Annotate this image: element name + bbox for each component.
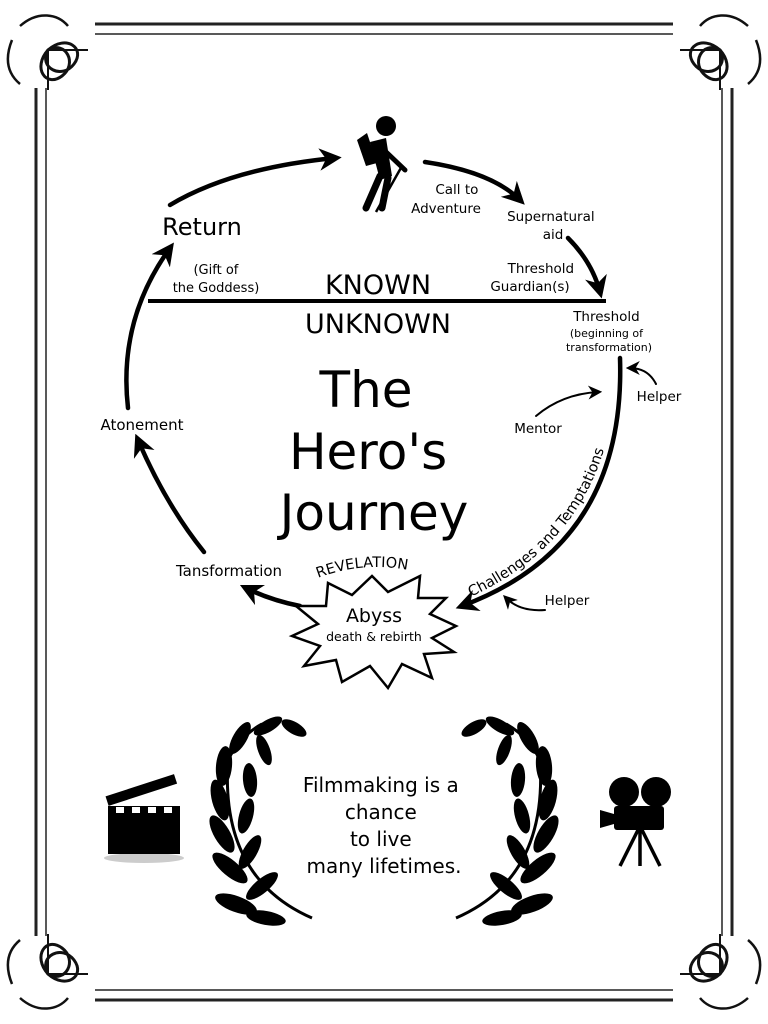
helper-top-label: Helper	[637, 389, 682, 405]
corner-ornament-icon	[6, 14, 90, 92]
laurel-right	[455, 716, 559, 926]
atonement-label: Atonement	[100, 416, 183, 434]
laurel-left	[209, 716, 313, 926]
arrow-return-to-hero	[167, 148, 342, 208]
abyss-burst: Abyss death & rebirth	[288, 573, 459, 691]
helper-bottom-label: Helper	[545, 593, 590, 609]
arrow-helper-top	[625, 361, 657, 385]
threshold-label: Threshold (beginning of transformation)	[566, 306, 652, 354]
decorative-frame	[6, 7, 762, 1017]
arrow-transformation-to-atonement	[133, 433, 207, 555]
call-to-adventure-label: Call to Adventure	[411, 182, 483, 217]
hiker-icon	[357, 116, 408, 213]
arrow-aid-to-threshold	[565, 235, 607, 299]
clapperboard-icon	[104, 774, 184, 863]
transformation-label: Tansformation	[175, 562, 282, 580]
supernatural-aid-label: Supernatural aid	[507, 209, 599, 243]
arrow-helper-bottom	[503, 595, 546, 612]
laurel-wreath-icon	[209, 716, 559, 926]
unknown-label: UNKNOWN	[305, 309, 451, 340]
corner-ornament-icon	[678, 932, 762, 1010]
arrow-call-to-aid	[422, 159, 525, 205]
death-rebirth-label: death & rebirth	[326, 629, 422, 644]
arrow-abyss-to-transformation	[239, 584, 303, 609]
movie-camera-icon	[600, 777, 671, 867]
threshold-guardians-label: Threshold Guardian(s)	[490, 261, 578, 295]
revelation-label: REVELATION	[314, 555, 409, 582]
page-title: The Hero's Journey	[277, 361, 469, 542]
return-label: Return	[162, 213, 242, 241]
gift-label: (Gift of the Goddess)	[173, 263, 260, 296]
mentor-label: Mentor	[514, 421, 562, 437]
known-label: KNOWN	[325, 270, 431, 301]
challenges-label: Challenges and Temptations	[466, 446, 608, 600]
abyss-label: Abyss	[346, 605, 402, 627]
corner-ornament-icon	[678, 14, 762, 92]
quote: Filmmaking is a chance to live many life…	[303, 773, 465, 878]
arrow-atonement-to-return	[124, 242, 174, 411]
arrow-threshold-to-abyss	[455, 355, 623, 612]
arrow-mentor	[535, 385, 603, 417]
corner-ornament-icon	[6, 932, 90, 1010]
journey-cycle	[124, 148, 657, 612]
burst-shape	[288, 573, 459, 691]
